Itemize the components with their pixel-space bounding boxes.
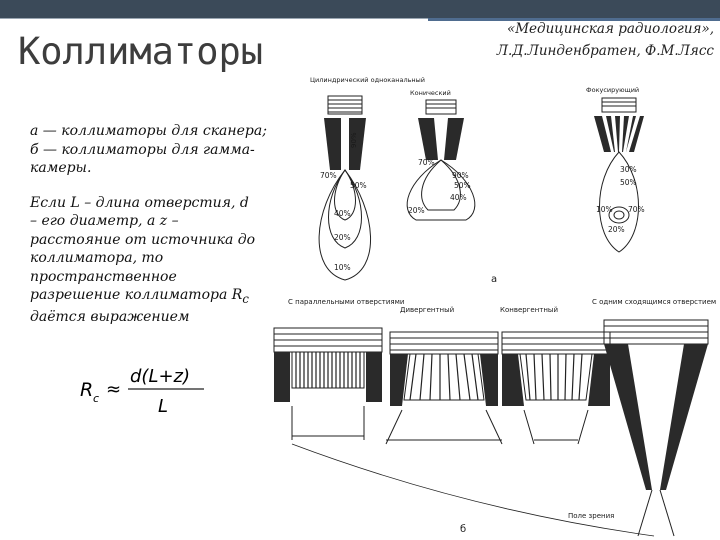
citation: «Медицинская радиология», Л.Д.Линденбрат…	[430, 18, 714, 62]
resolution-formula: R c ≈ d(L+z) L	[80, 366, 204, 417]
explanation-line: – его диаметр, а z –	[30, 213, 179, 229]
isodose-label: 10%	[596, 205, 613, 214]
parallel-hole-collimator	[273, 327, 383, 440]
cylindrical-collimator: 90% 70% 50% 40% 20% 10%	[318, 95, 372, 281]
panel-label-a: а	[491, 274, 497, 285]
isodose-label: 70%	[418, 158, 435, 167]
explanation-line: Если L – длина отверстия, d	[30, 194, 249, 211]
explanation-line: пространственное	[30, 268, 177, 285]
field-of-view-label: Поле зрения	[568, 512, 614, 520]
explanation-line: коллиматора, то	[30, 250, 164, 266]
type-label: Фокусирующий	[586, 86, 639, 94]
panel-label-b: б	[460, 524, 466, 535]
header-divider	[0, 18, 428, 19]
convergent-collimator	[501, 331, 611, 445]
explanation-text: разрешение коллиматора R	[30, 287, 243, 303]
slide-title: Коллиматоры	[18, 30, 264, 73]
pinhole-collimator	[603, 319, 709, 537]
type-label: С параллельными отверстиями	[288, 298, 404, 306]
type-label: Конвергентный	[500, 306, 558, 314]
isodose-label: 40%	[334, 209, 351, 218]
explanation-line: даётся выражением	[30, 309, 190, 326]
isodose-label: 70%	[320, 171, 337, 180]
explanation-line: расстояние от источника до	[30, 231, 256, 248]
type-label: Дивергентный	[400, 306, 454, 314]
description-line: камеры.	[30, 160, 92, 176]
header-bar	[0, 0, 720, 18]
type-label: Цилиндрический одноканальный	[310, 76, 425, 84]
isodose-label: 50%	[454, 181, 471, 190]
formula-lhs: R	[80, 379, 93, 401]
isodose-label: 50%	[620, 178, 637, 187]
divergent-collimator	[385, 331, 503, 445]
isodose-label: 20%	[408, 206, 425, 215]
header-accent	[428, 18, 720, 21]
description-text: а — коллиматоры для сканера; б — коллима…	[30, 122, 290, 327]
isodose-label: 20%	[334, 233, 351, 242]
type-label: Конический	[410, 89, 451, 97]
isodose-label: 30%	[620, 165, 637, 174]
figure-a: Цилиндрический одноканальный Конический …	[310, 76, 645, 285]
citation-line: «Медицинская радиология»,	[506, 21, 714, 37]
explanation-subscript: c	[242, 291, 249, 306]
isodose-label: 90%	[452, 171, 469, 180]
figure-b: С параллельными отверстиями Дивергентный…	[273, 298, 716, 537]
focusing-collimator: 30% 50% 10% 70% 20%	[594, 97, 645, 253]
field-of-view-bracket	[291, 443, 655, 537]
conical-collimator: 70% 90% 50% 40% 20%	[406, 99, 476, 221]
isodose-label: 70%	[628, 205, 645, 214]
description-line: б — коллиматоры для гамма-	[30, 141, 255, 158]
formula-operator: ≈	[106, 379, 121, 400]
explanation-line: разрешение коллиматора Rc	[30, 286, 290, 308]
isodose-label: 40%	[450, 193, 467, 202]
citation-line: Л.Д.Линденбратен, Ф.М.Лясс	[496, 43, 714, 59]
formula-lhs-sub: c	[93, 392, 99, 405]
collimator-figure: Цилиндрический одноканальный Конический …	[273, 76, 716, 537]
description-line: а — коллиматоры для сканера;	[30, 123, 267, 139]
isodose-label: 50%	[350, 181, 367, 190]
isodose-label: 10%	[334, 263, 351, 272]
isodose-label: 20%	[608, 225, 625, 234]
isodose-label: 90%	[350, 132, 358, 148]
type-label: С одним сходящимся отверстием	[592, 298, 716, 306]
formula-numerator: d(L+z)	[130, 366, 190, 387]
formula-denominator: L	[158, 396, 168, 417]
